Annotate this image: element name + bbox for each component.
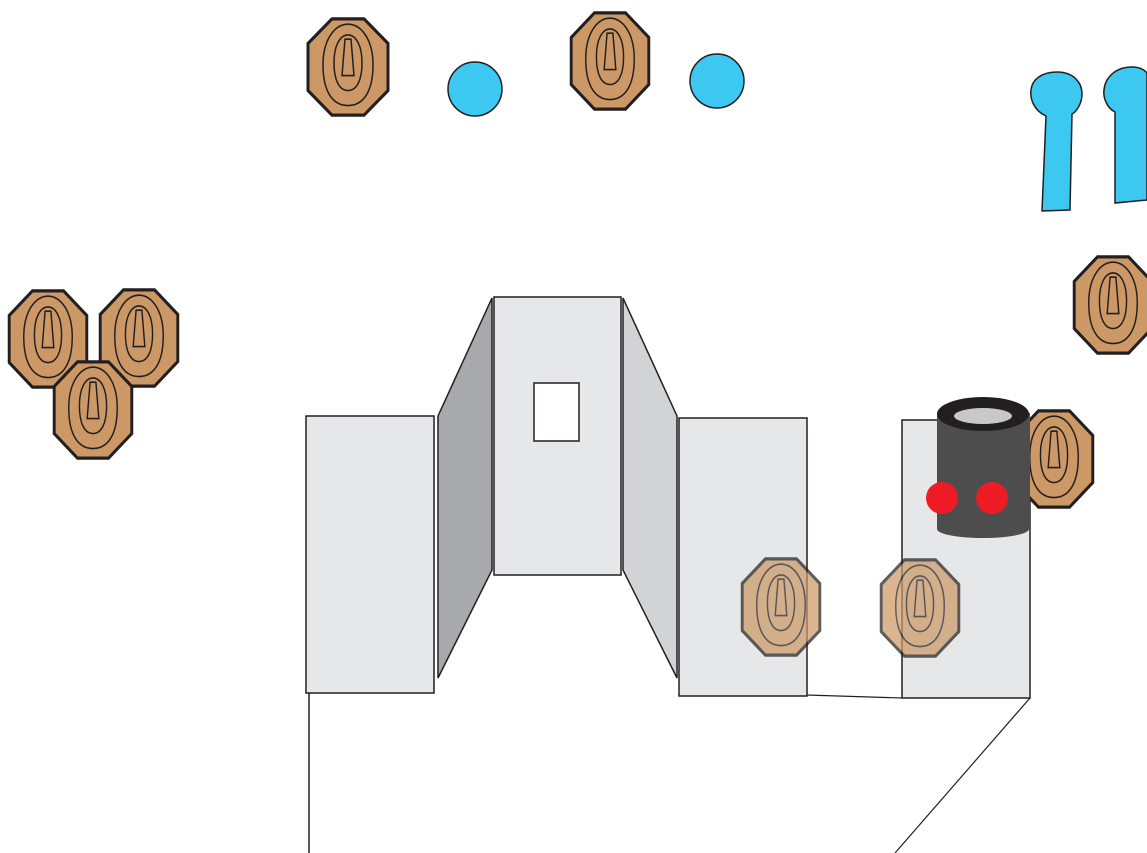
paper-target-icon	[1072, 255, 1147, 355]
wall-panel-right	[678, 417, 808, 697]
fault-line-connector	[805, 694, 904, 699]
wall-panel-left	[305, 415, 435, 694]
steel-plate-icon	[689, 53, 745, 109]
popper-icon	[1030, 71, 1083, 212]
wall-panel-angled-right	[622, 297, 678, 679]
fault-line-right	[894, 697, 1031, 853]
poppers	[1030, 66, 1147, 212]
paper-target-icon	[740, 557, 822, 657]
left-target-cluster	[7, 288, 180, 460]
wall-panel-angled-left	[437, 297, 493, 679]
no-shoot-icon	[976, 482, 1008, 514]
barrel-icon	[926, 397, 1030, 538]
popper-icon	[1103, 66, 1147, 204]
paper-target-icon	[52, 360, 134, 460]
paper-target-icon	[306, 17, 390, 117]
top-row	[306, 11, 745, 117]
window-port	[533, 382, 580, 442]
fault-lines	[308, 693, 1031, 853]
paper-target-icon	[879, 558, 961, 658]
steel-plate-icon	[447, 61, 503, 117]
hidden-targets	[740, 557, 961, 658]
no-shoot-icon	[926, 482, 958, 514]
paper-target-icon	[569, 11, 651, 111]
